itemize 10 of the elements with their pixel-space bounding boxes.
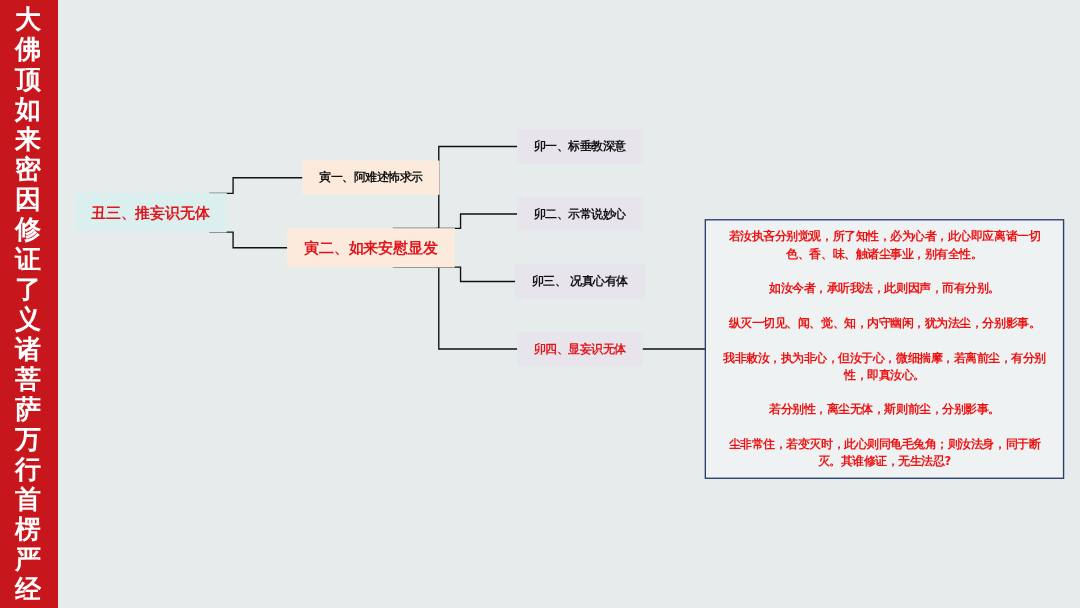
- node-box: 寅二、如来安慰显发: [287, 228, 455, 268]
- node-box: 卯二、示常说妙心: [517, 196, 643, 232]
- node-box: 卯三、 况真心有体: [515, 264, 645, 299]
- title: 大佛顶如来密因修证了义诸菩萨万行首楞严经: [0, 0, 58, 608]
- node-box: 若汝执吝分别觉观，所了知性，必为心者，此心即应离诸一切色、香、味、触诸尘事业，别有全性。 如汝今者，承听我法，此则因声，而有分别。 纵灭一切见、闻、觉、知，内守幽闲，犹为法尘，分别影事。 我非敕汝，执为非心，但汝于心，微细揣摩，若离前尘，有分别性，即真汝心。 若分别性，离尘无体，斯则前尘，分别影事。 尘非常住，若变灭时，此心则同龟毛兔角；则汝法身，同于断灭。其谁修证，无生法忍?: [704, 219, 1065, 479]
- node-box: 寅一、阿难述怖求示: [302, 160, 440, 195]
- connector: [641, 348, 706, 350]
- node-box: 卯一、标垂教深意: [517, 129, 643, 164]
- node-box: 卯四、显妄识无体: [517, 331, 643, 367]
- node-box: 丑三、推妄识无体: [74, 193, 227, 233]
